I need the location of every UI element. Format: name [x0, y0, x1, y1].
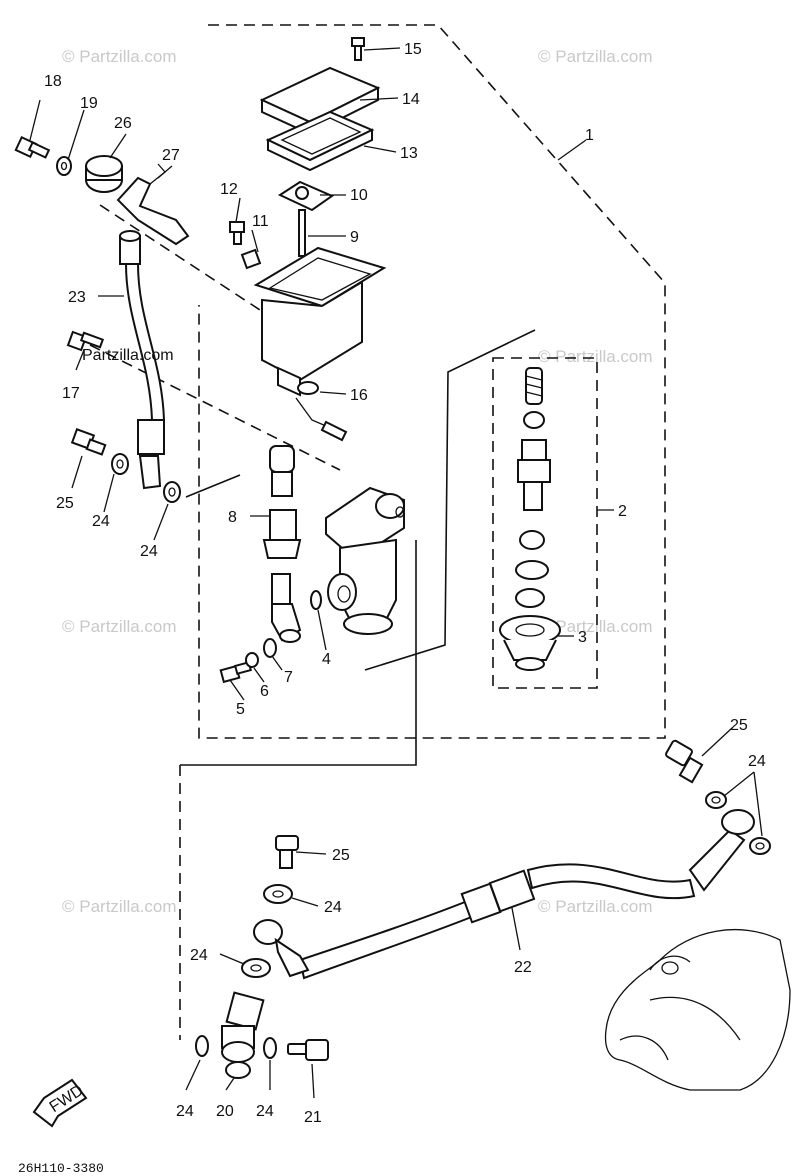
callout-24d: 24: [324, 899, 342, 916]
callout-13: 13: [400, 145, 418, 162]
diagram-code: 26H110-3380: [18, 1161, 104, 1176]
cap-screw: [351, 37, 365, 61]
callout-24f: 24: [176, 1103, 194, 1120]
callout-17: 17: [62, 385, 80, 402]
bracket-screw: [229, 221, 245, 245]
callout-21: 21: [304, 1109, 322, 1126]
copper-washer: [263, 1037, 277, 1059]
piston-kit: [515, 367, 551, 608]
callout-24e: 24: [190, 947, 208, 964]
callout-18: 18: [44, 73, 62, 90]
callout-25b: 25: [730, 717, 748, 734]
callout-20: 20: [216, 1103, 234, 1120]
float-rod: [298, 209, 306, 257]
watermark: © Partzilla.com: [538, 617, 653, 636]
washer: [245, 652, 259, 668]
washer: [56, 156, 72, 176]
watermarks: © Partzilla.com © Partzilla.com © Partzi…: [62, 47, 653, 916]
callout-24b: 24: [140, 543, 158, 560]
union-bolt: [70, 428, 107, 456]
piston-kit-box: [492, 357, 598, 689]
callout-27: 27: [162, 147, 180, 164]
callout-24c: 24: [748, 753, 766, 770]
reservoir-tank: [253, 246, 387, 397]
callout-10: 10: [350, 187, 368, 204]
washer: [263, 638, 277, 658]
callout-3: 3: [578, 629, 587, 646]
callout-22: 22: [514, 959, 532, 976]
bolt: [287, 1039, 329, 1061]
callout-9: 9: [350, 229, 359, 246]
diaphragm-plate: [277, 180, 335, 212]
hose-banjo: [253, 919, 310, 978]
copper-washer: [263, 884, 293, 904]
callout-23: 23: [68, 289, 86, 306]
union-bolt-fitting: [221, 991, 265, 1079]
watermark: © Partzilla.com: [62, 897, 177, 916]
o-ring: [310, 590, 322, 610]
hose-joint: [262, 445, 302, 559]
watermark: © Partzilla.com: [62, 617, 177, 636]
copper-washer: [111, 453, 129, 475]
callout-14: 14: [402, 91, 420, 108]
callout-1: 1: [585, 127, 594, 144]
watermark: © Partzilla.com: [538, 347, 653, 366]
callout-5: 5: [236, 701, 245, 718]
guide-line: [180, 540, 417, 766]
forward-arrow: FWD: [32, 1078, 88, 1128]
guide-line: [99, 204, 261, 311]
callout-24a: 24: [92, 513, 110, 530]
callout-25c: 25: [332, 847, 350, 864]
brake-hose: [298, 809, 755, 980]
callout-6: 6: [260, 683, 269, 700]
leader-lines: [29, 47, 763, 1099]
callout-19: 19: [80, 95, 98, 112]
callout-4: 4: [322, 651, 331, 668]
callout-24g: 24: [256, 1103, 274, 1120]
guide-line: [185, 474, 241, 498]
copper-washer: [195, 1035, 209, 1057]
bolt: [14, 135, 51, 159]
copper-washer: [705, 791, 727, 809]
diaphragm: [265, 110, 375, 172]
callout-12: 12: [220, 181, 238, 198]
assembly-outline: [198, 24, 666, 739]
callout-7: 7: [284, 669, 293, 686]
spacer-nut: [240, 248, 262, 270]
reservoir-hose: [119, 230, 166, 490]
piston-boot: [499, 615, 561, 671]
callout-2: 2: [618, 503, 627, 520]
callout-labels: 1 2 3 4 5 6 7 8 9 10 11 12 13 14 15 16 1…: [44, 41, 766, 1126]
callout-15: 15: [404, 41, 422, 58]
copper-washer: [241, 958, 271, 978]
union-bolt: [665, 739, 704, 784]
union-bolt: [275, 835, 299, 869]
watermark: © Partzilla.com: [62, 47, 177, 66]
guide-line: [364, 329, 536, 671]
callout-25a: 25: [56, 495, 74, 512]
watermark: © Partzilla.com: [538, 897, 653, 916]
callout-11: 11: [252, 213, 269, 230]
bolt: [219, 661, 253, 684]
brake-switch: [271, 573, 302, 643]
copper-washer: [163, 481, 181, 503]
callout-26: 26: [114, 115, 132, 132]
callout-8: 8: [228, 509, 237, 526]
callout-16: 16: [350, 387, 368, 404]
guide-line: [89, 344, 341, 471]
screw: [66, 330, 105, 352]
caliper-outline: [604, 928, 791, 1091]
copper-washer: [749, 837, 771, 855]
master-cylinder-body: [325, 486, 405, 635]
hose-clip: [295, 381, 348, 442]
watermark-overlay: Partzilla.com: [82, 347, 174, 364]
grommet: [85, 155, 123, 193]
watermark: © Partzilla.com: [538, 47, 653, 66]
